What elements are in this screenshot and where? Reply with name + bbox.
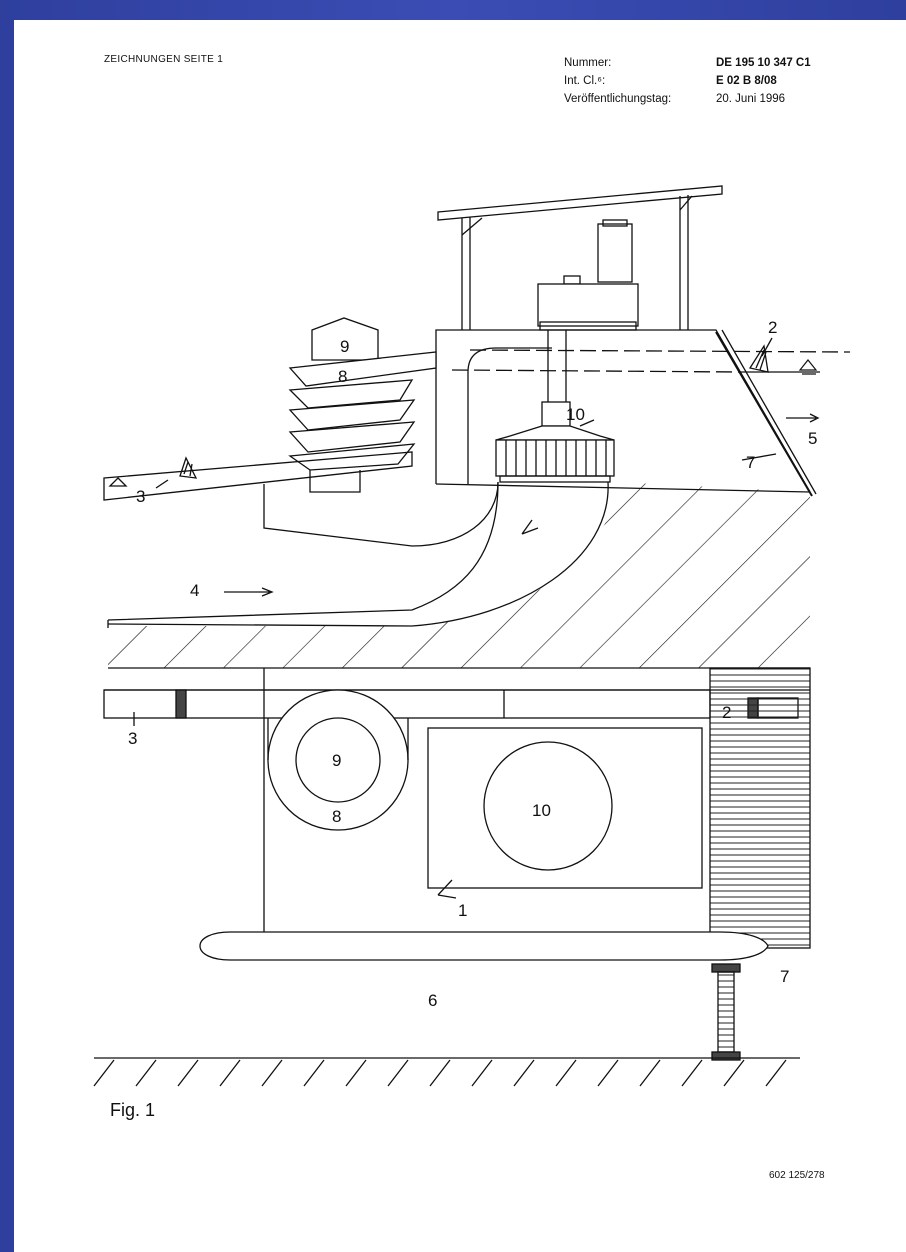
- ref-2-lower: 2: [722, 703, 731, 722]
- date-label: Veröffentlichungstag:: [564, 93, 672, 105]
- gearbox: [537, 283, 639, 327]
- turbine-runner-plan: [483, 741, 613, 871]
- ref-1: 1: [458, 901, 467, 920]
- patent-number: DE 195 10 347 C1: [716, 57, 811, 69]
- ref-7-upper: 7: [746, 453, 755, 472]
- ref-6: 6: [428, 991, 437, 1010]
- ref-9-upper: 9: [340, 337, 349, 356]
- ref-2-upper: 2: [768, 318, 777, 337]
- int-class: E 02 B 8/08: [716, 75, 777, 87]
- patent-drawing-sheet: ZEICHNUNGEN SEITE 1 Nummer: Int. Cl.⁶: V…: [14, 20, 906, 1252]
- header-values: DE 195 10 347 C1 E 02 B 8/08 20. Juni 19…: [716, 54, 811, 108]
- ref-10-upper: 10: [566, 405, 585, 424]
- ground-hatch: [93, 1059, 787, 1087]
- fish-ladder-building: [311, 317, 379, 361]
- document-code: 602 125/278: [769, 1170, 825, 1181]
- support-pile: [711, 963, 741, 973]
- draft-tube: [107, 481, 499, 621]
- figure-1-drawing: 2 2 3 3 4 5 6 7 7 8 8 9 9 10 10 1: [93, 185, 851, 1087]
- ref-9-lower: 9: [332, 751, 341, 770]
- headwater-level: [469, 349, 851, 353]
- channel-3-plan: [103, 689, 711, 719]
- ref-3-upper: 3: [136, 487, 145, 506]
- ref-7-lower: 7: [780, 967, 789, 986]
- motor: [597, 223, 633, 283]
- fish-pass-2: [748, 344, 769, 373]
- fish-channel-3: [103, 451, 413, 501]
- ref-5: 5: [808, 429, 817, 448]
- ref-8-lower: 8: [332, 807, 341, 826]
- ref-10-lower: 10: [532, 801, 551, 820]
- ref-4: 4: [190, 581, 199, 600]
- section-heading: ZEICHNUNGEN SEITE 1: [104, 54, 224, 65]
- figure-label: Fig. 1: [110, 1100, 156, 1120]
- trash-rack-plan: [709, 667, 811, 949]
- ref-3-lower: 3: [128, 729, 137, 748]
- trash-rack: [715, 331, 813, 497]
- riverbed-hatch: [108, 482, 810, 668]
- roof: [437, 185, 723, 221]
- reference-numerals: 2 2 3 3 4 5 6 7 7 8 8 9 9 10 10 1: [128, 318, 817, 1010]
- class-label: Int. Cl.⁶:: [564, 75, 606, 87]
- ref-8-upper: 8: [338, 367, 347, 386]
- turbine-blades: [505, 440, 607, 476]
- publication-date: 20. Juni 1996: [716, 93, 786, 105]
- header-labels: Nummer: Int. Cl.⁶: Veröffentlichungstag:: [564, 54, 671, 108]
- number-label: Nummer:: [564, 57, 612, 69]
- pontoon: [199, 931, 769, 961]
